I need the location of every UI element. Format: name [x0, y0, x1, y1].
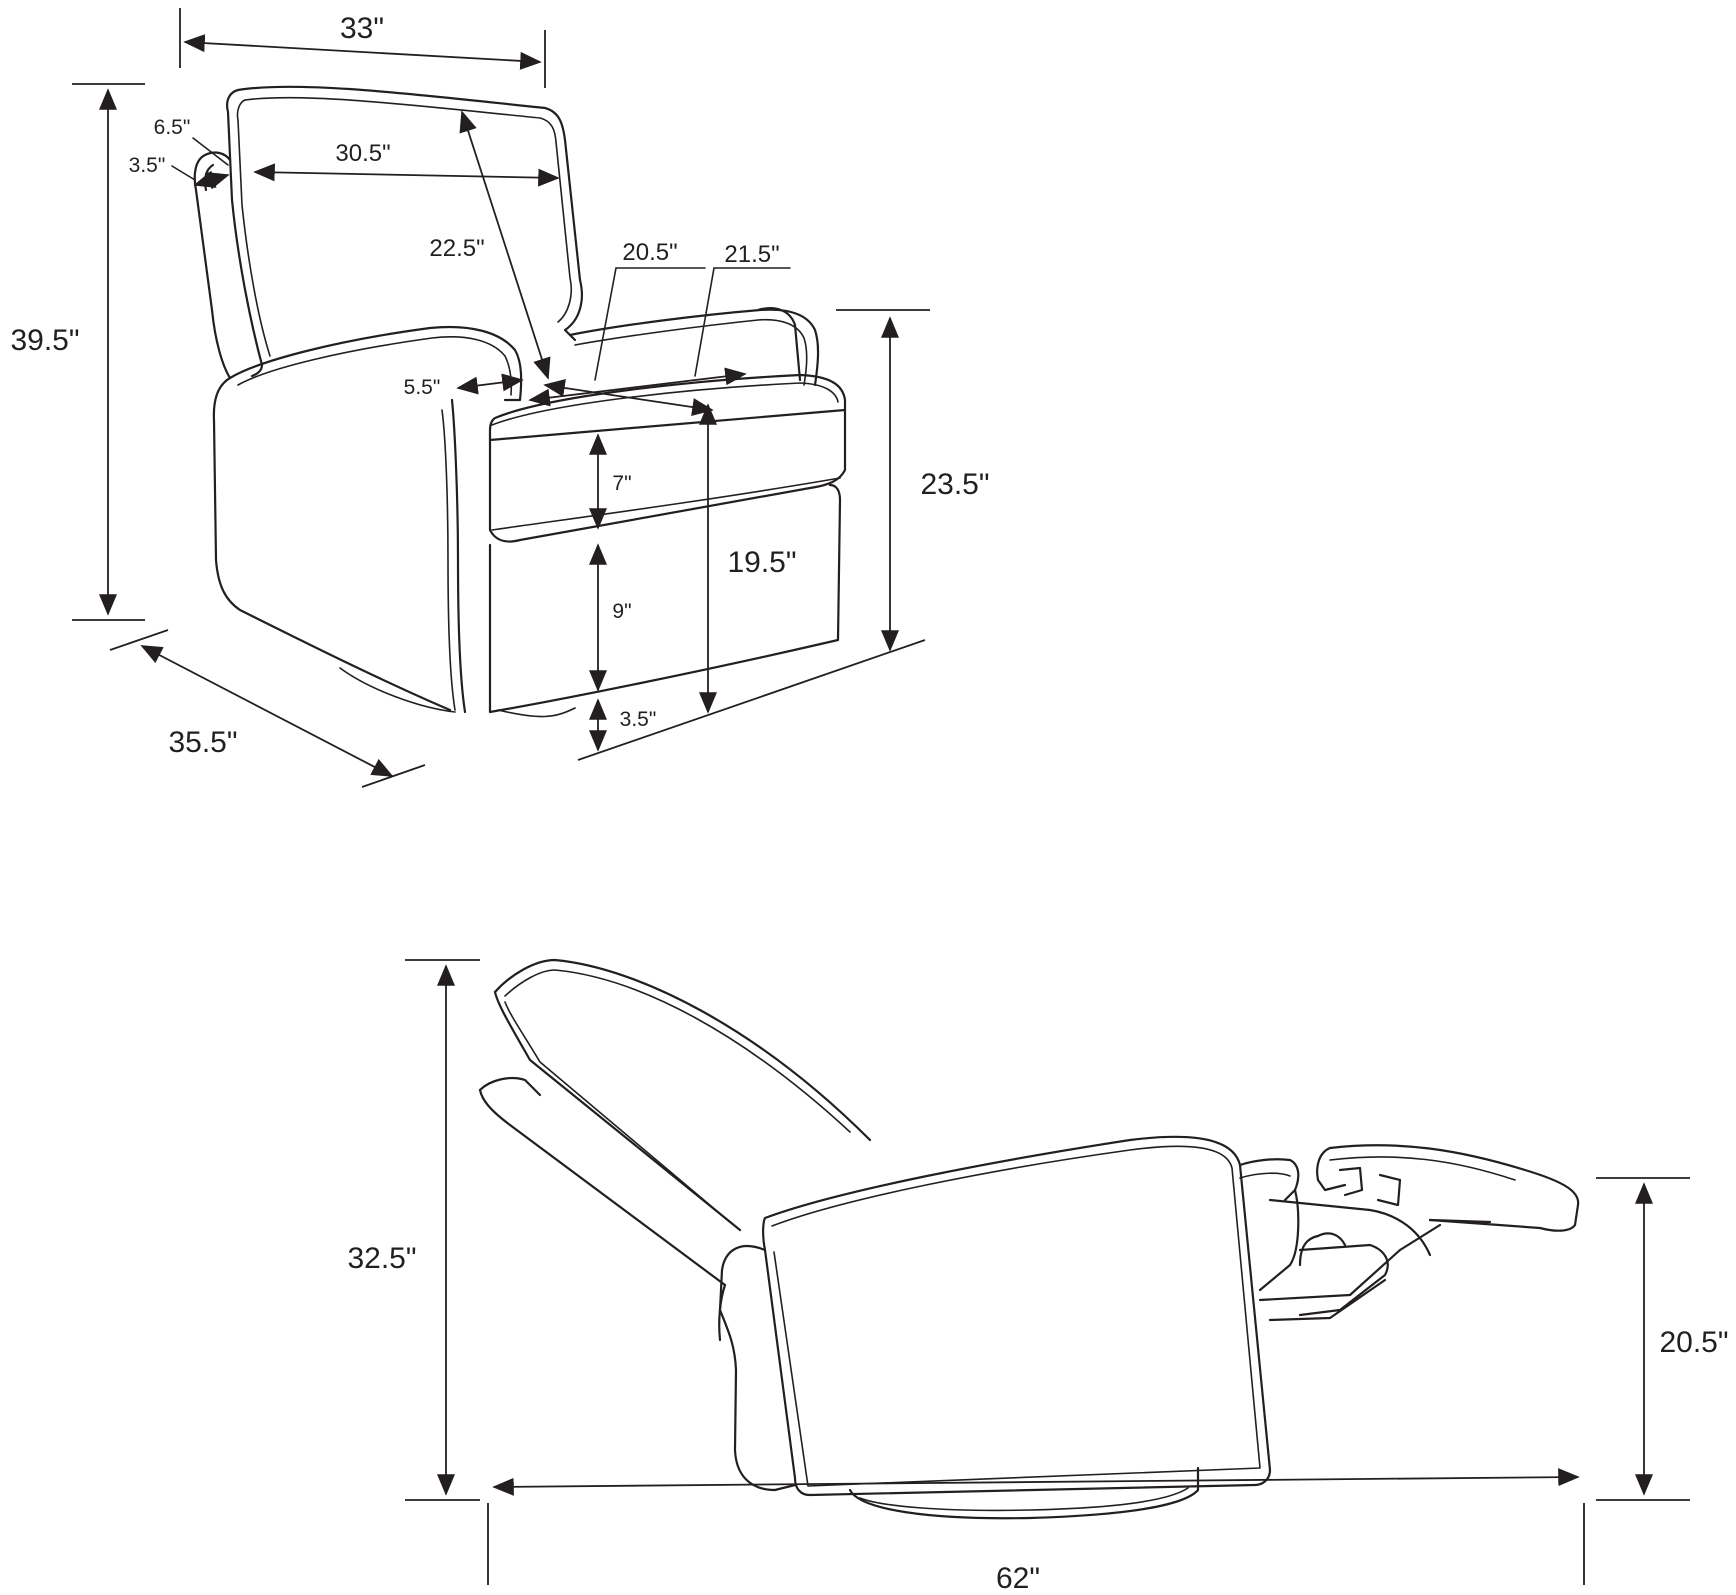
label-arm-top-width: 6.5" — [154, 116, 191, 139]
label-seat-height: 19.5" — [727, 546, 796, 579]
label-overall-width: 33" — [340, 12, 384, 45]
label-overall-depth: 35.5" — [168, 726, 237, 759]
label-seat-width: 21.5" — [724, 241, 779, 268]
reclined-dimension-lines — [405, 959, 1690, 1585]
label-cushion-thickness: 7" — [612, 472, 631, 495]
label-seat-depth: 20.5" — [622, 239, 677, 266]
label-footrest-height: 20.5" — [1659, 1326, 1728, 1359]
upright-dimension-labels: 33" 39.5" 35.5" 6.5" 3.5" 30.5" 22.5" 20… — [10, 12, 989, 759]
upright-chair-drawing — [193, 85, 847, 718]
label-base-height: 9" — [612, 600, 631, 623]
label-back-width: 30.5" — [335, 140, 390, 167]
label-overall-height: 39.5" — [10, 324, 79, 357]
upright-dimension-lines — [72, 8, 930, 788]
label-arm-height: 23.5" — [920, 468, 989, 501]
label-arm-front-width: 3.5" — [129, 154, 166, 177]
label-reclined-length: 62" — [996, 1562, 1040, 1595]
reclined-dimension-labels: 32.5" 20.5" 62" — [347, 1242, 1728, 1595]
reclined-chair-drawing — [478, 958, 1580, 1520]
label-reclined-height: 32.5" — [347, 1242, 416, 1275]
label-arm-height-from-seat: 5.5" — [404, 376, 441, 399]
label-floor-clearance: 3.5" — [620, 708, 657, 731]
label-back-height: 22.5" — [429, 235, 484, 262]
